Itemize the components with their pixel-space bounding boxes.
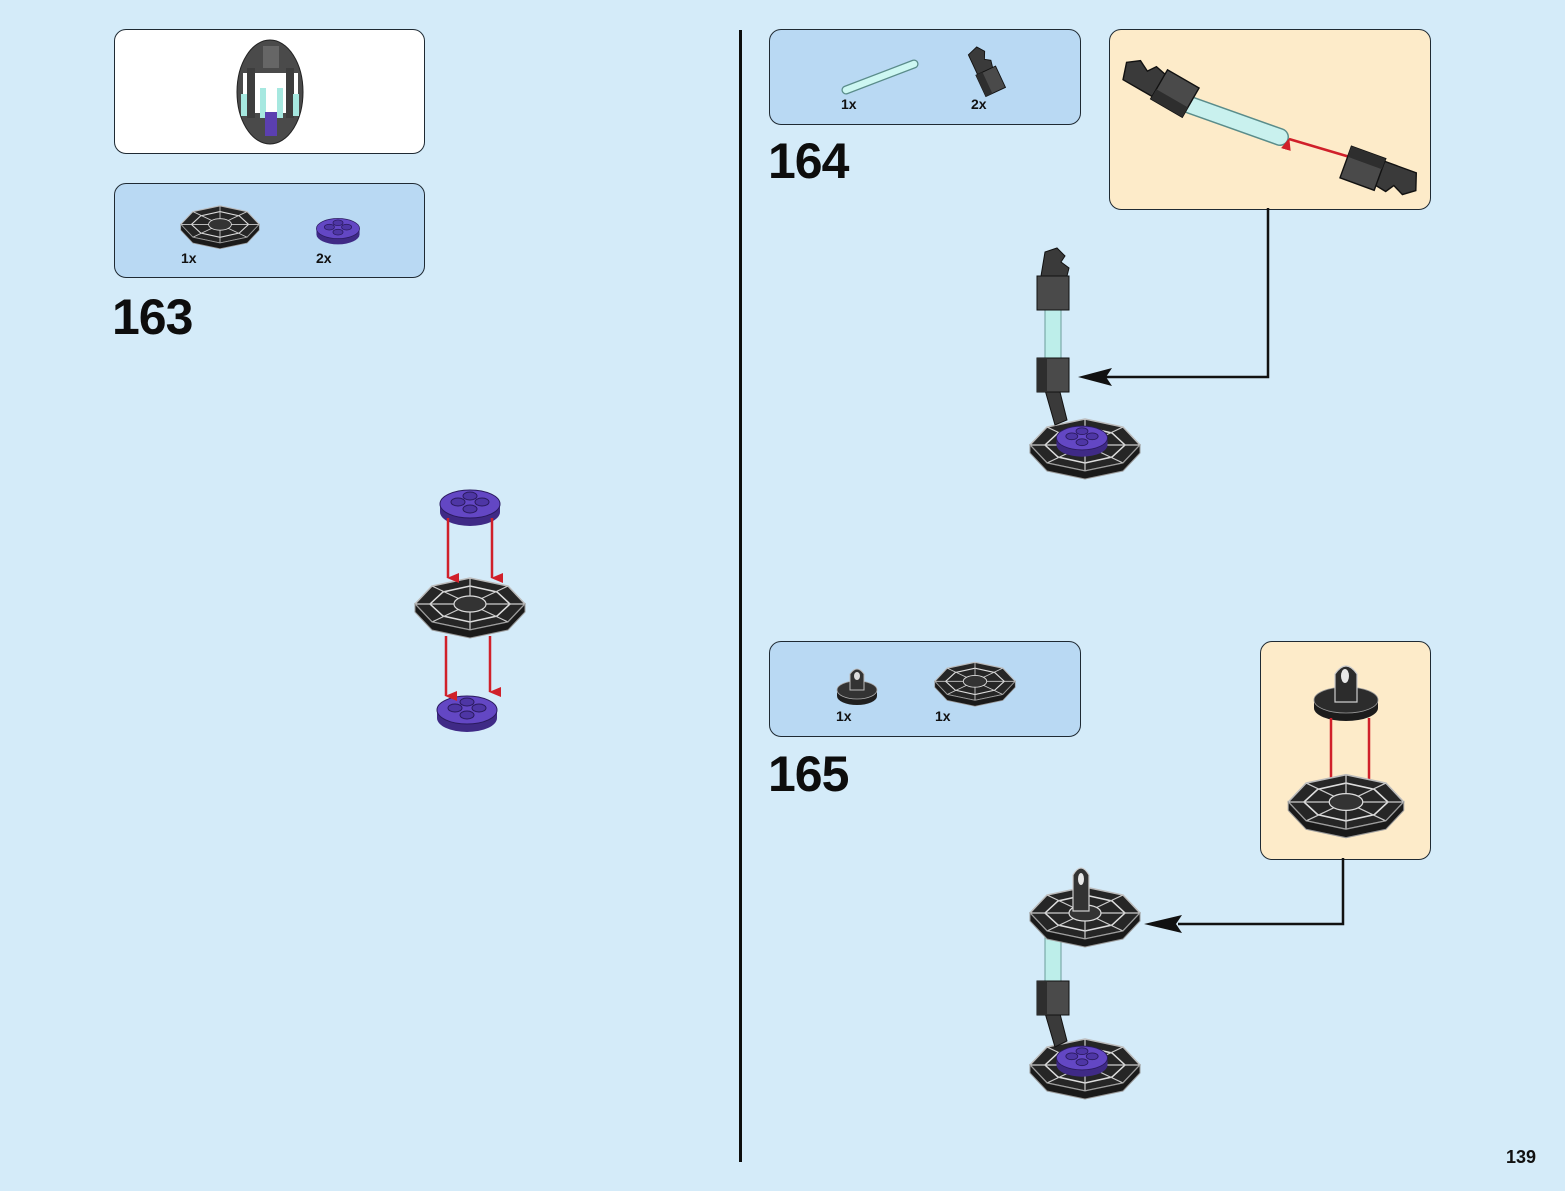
step-number-164: 164	[768, 133, 849, 189]
page-number: 139	[1506, 1147, 1537, 1167]
part-quantity: 1x	[836, 708, 852, 724]
parts-list-step-165: 1x 1x	[769, 641, 1081, 737]
web-plate-top-on-column-icon	[1029, 867, 1141, 1100]
part-quantity: 1x	[841, 96, 857, 112]
callout-connector-arrow	[1078, 208, 1270, 386]
assembled-cage-model-icon	[236, 39, 304, 145]
black-octagonal-web-plate-icon	[180, 205, 260, 250]
parts-list-step-163: 1x 2x	[114, 183, 425, 278]
bar-column-on-base-icon	[1029, 247, 1141, 480]
sub-assembly-callout-164	[1109, 29, 1431, 210]
purple-round-plate-2x2-icon	[316, 218, 360, 245]
parts-list-step-164: 1x 2x	[769, 29, 1081, 125]
part-quantity: 1x	[181, 250, 197, 266]
black-round-plate-with-clip-icon	[836, 668, 878, 705]
step-number-163: 163	[112, 289, 193, 345]
part-quantity: 1x	[935, 708, 951, 724]
step-number-165: 165	[768, 746, 849, 802]
trans-light-blue-bar-icon	[841, 59, 919, 95]
part-quantity: 2x	[971, 96, 987, 112]
black-clip-bracket-icon	[964, 42, 1006, 97]
finished-model-preview	[114, 29, 425, 154]
sub-assembly-callout-165	[1260, 641, 1431, 860]
part-quantity: 2x	[316, 250, 332, 266]
purple-plates-attached-to-web-plate-icon	[414, 489, 526, 733]
clip-plate-onto-web-plate-icon	[1287, 665, 1405, 839]
page-divider	[739, 30, 742, 1162]
bar-with-clip-brackets-icon	[1116, 49, 1424, 205]
black-octagonal-web-plate-icon	[934, 661, 1016, 707]
callout-connector-arrow	[1144, 858, 1345, 933]
